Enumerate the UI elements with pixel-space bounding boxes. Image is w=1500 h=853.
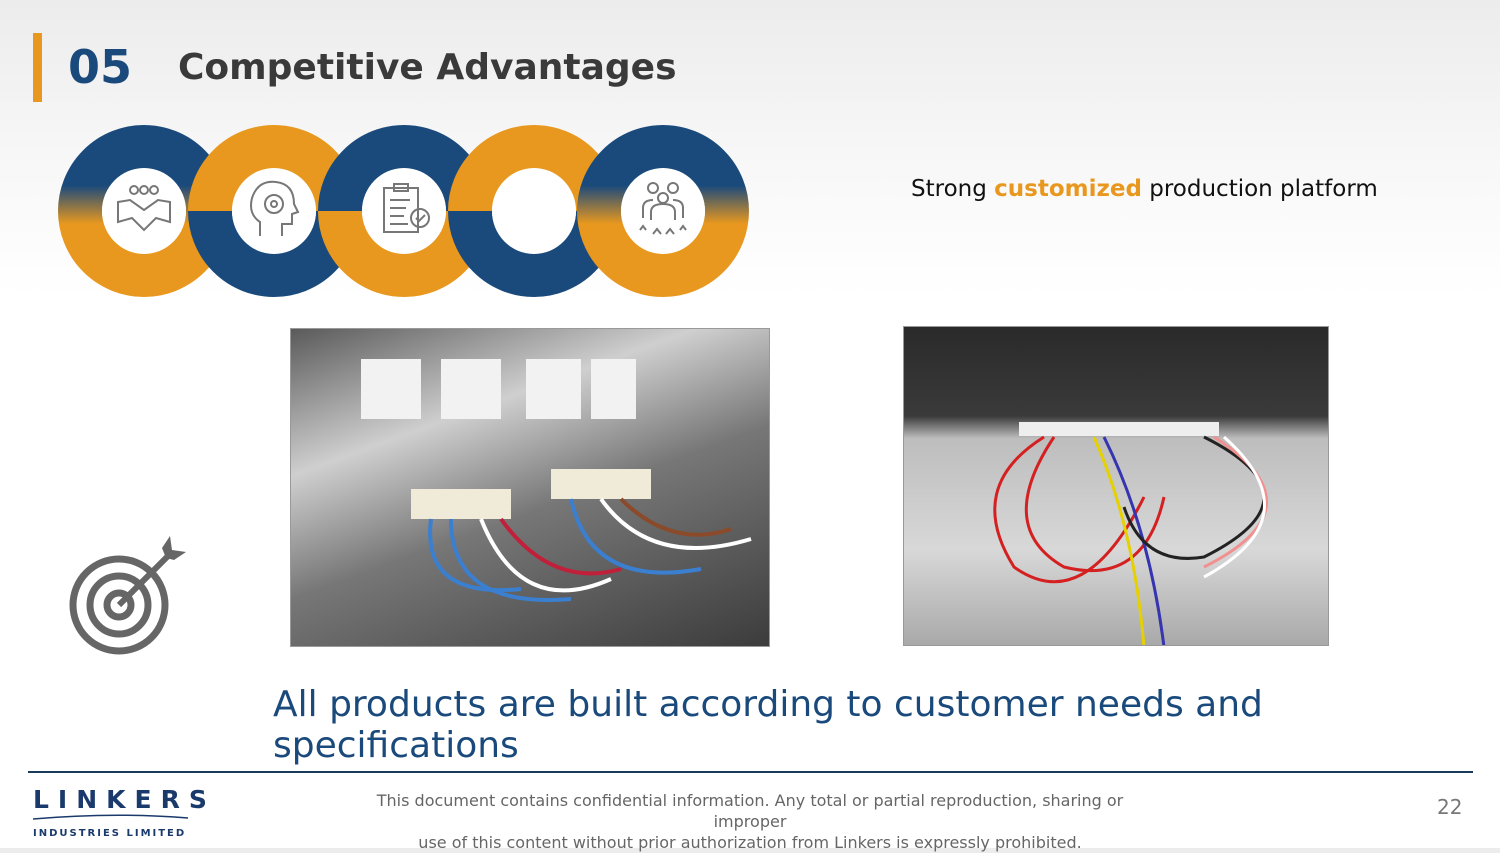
head-gear-icon xyxy=(250,180,300,236)
disclaimer-line-1: This document contains confidential info… xyxy=(376,791,1124,831)
team-rating-stars-icon xyxy=(639,182,687,235)
handshake-team-icon xyxy=(117,185,171,232)
logo-sub-text: INDUSTRIES LIMITED xyxy=(33,828,187,839)
section-number: 05 xyxy=(68,40,133,94)
subtitle-highlight: customized xyxy=(994,176,1142,202)
wire-harness-machine-photo xyxy=(290,328,770,647)
logo-main-text: LINKERS xyxy=(33,785,216,814)
subtitle-suffix: production platform xyxy=(1141,176,1378,202)
subtitle: Strong customized production platform xyxy=(911,176,1378,202)
linkers-logo: LINKERS INDUSTRIES LIMITED xyxy=(33,785,216,839)
target-icon xyxy=(69,536,186,655)
footer-divider xyxy=(28,771,1473,773)
connector-assembly-photo xyxy=(903,326,1329,646)
accent-bar xyxy=(33,33,42,102)
logo-swoosh xyxy=(33,814,189,820)
tagline: All products are built according to cust… xyxy=(273,684,1263,766)
page-title: Competitive Advantages xyxy=(178,47,677,88)
disclaimer-line-2: use of this content without prior author… xyxy=(418,833,1082,852)
page-number: 22 xyxy=(1437,795,1463,819)
confidentiality-disclaimer: This document contains confidential info… xyxy=(340,790,1160,853)
subtitle-prefix: Strong xyxy=(911,176,995,202)
ring-5 xyxy=(577,125,749,297)
rings-graphic xyxy=(58,125,749,297)
clipboard-check-icon xyxy=(383,183,430,233)
